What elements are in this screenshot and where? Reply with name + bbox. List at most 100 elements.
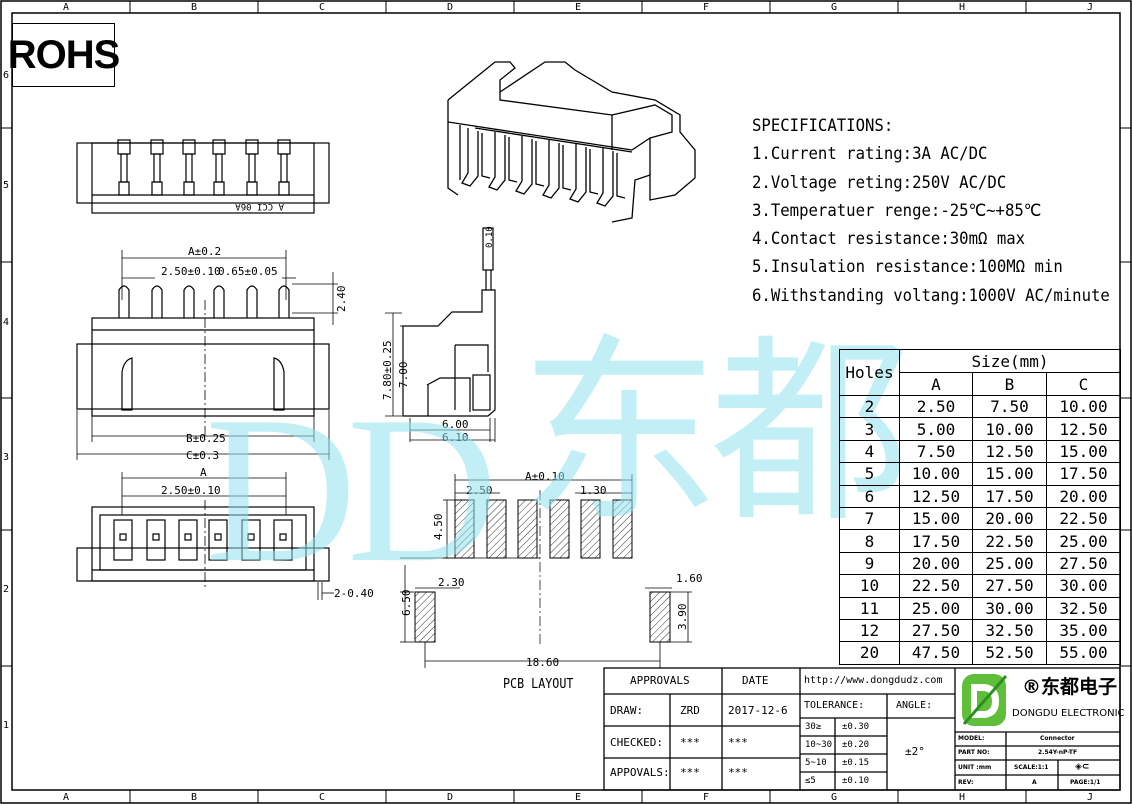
pin: [150, 139, 164, 155]
tolerance-range: ≤5: [805, 776, 816, 786]
pin: [120, 153, 128, 183]
pin: [596, 148, 614, 207]
bottom-view: [76, 472, 334, 600]
table-cell: 3: [839, 417, 900, 441]
frame-col-label: E: [575, 2, 581, 13]
table-cell: 2.50: [899, 394, 973, 419]
pin-cavity: [273, 519, 293, 561]
frame-row-label: 3: [3, 452, 9, 463]
table-cell: 5.00: [899, 417, 973, 441]
header-holes: Holes: [839, 349, 900, 396]
front-dim-a: A±0.2: [188, 245, 221, 258]
table-cell: 10.00: [972, 417, 1047, 441]
frame-row-label: 1: [3, 720, 9, 731]
frame-col-label: F: [703, 2, 709, 13]
rev-label: REV:: [958, 779, 974, 786]
pin-cavity: [178, 519, 198, 561]
pin: [183, 181, 195, 196]
bottom-dim-pitch: 2.50±0.10: [161, 484, 221, 497]
pin-cavity: [208, 519, 228, 561]
isometric-view: [447, 61, 696, 223]
pin: [278, 181, 290, 196]
table-cell: 32.50: [972, 618, 1047, 643]
table-cell: 20.00: [1046, 484, 1121, 508]
pin: [569, 144, 587, 203]
spec-item: 2.Voltage reting:250V AC/DC: [752, 172, 1007, 193]
table-cell: 25.00: [1046, 529, 1121, 553]
pin: [117, 139, 131, 155]
pin: [248, 153, 256, 183]
table-cell: 15.00: [972, 462, 1047, 486]
table-cell: 4: [839, 439, 900, 464]
pcb-dim-mount-width2: 1.60: [676, 572, 703, 585]
table-cell: 12.50: [972, 439, 1047, 464]
scale-label: SCALE:1:1: [1014, 764, 1049, 771]
table-cell: 6: [839, 484, 900, 508]
pin-housing-wall: [481, 133, 491, 179]
pin: [488, 132, 506, 191]
spec-item: 1.Current rating:3A AC/DC: [752, 144, 988, 165]
side-view: [385, 227, 496, 442]
pcb-dim-a: A±0.10: [525, 470, 565, 483]
table-cell: 10.00: [899, 462, 973, 486]
pin: [183, 285, 195, 318]
frame-col-label: D: [447, 2, 453, 13]
pin: [152, 533, 160, 541]
pin: [461, 128, 479, 187]
table-cell: 30.00: [972, 596, 1047, 620]
table-cell: 12.50: [1046, 417, 1121, 441]
table-cell: 11: [839, 596, 900, 620]
pin: [182, 139, 196, 155]
table-cell: 32.50: [1046, 596, 1121, 620]
frame-col-label: C: [319, 792, 325, 803]
table-cell: 8: [839, 529, 900, 553]
frame-col-label: D: [447, 792, 453, 803]
specifications-title: SPECIFICATIONS:: [752, 116, 894, 136]
pin: [213, 181, 225, 196]
approvals-header: APPROVALS: [630, 674, 690, 687]
spec-item: 4.Contact resistance:30mΩ max: [752, 229, 1026, 250]
table-cell: 20.00: [972, 506, 1047, 531]
frame-row-label: 2: [3, 584, 9, 595]
pcb-pad: [486, 499, 507, 559]
table-cell: 12: [839, 618, 900, 643]
pcb-pad: [612, 499, 633, 559]
pin-cavity: [146, 519, 166, 561]
side-dim-depth1: 6.00: [442, 418, 469, 431]
front-dim-c: C±0.3: [186, 449, 219, 462]
frame-col-label: J: [1087, 2, 1093, 13]
header-col-c: C: [1046, 372, 1121, 396]
table-cell: 27.50: [899, 618, 973, 643]
table-cell: 7.50: [899, 439, 973, 464]
frame-col-label: J: [1087, 792, 1093, 803]
frame-row-label: 5: [3, 180, 9, 191]
frame-col-label: H: [959, 2, 965, 13]
table-cell: 15.00: [899, 506, 973, 531]
tolerance-range: 30≥: [805, 722, 822, 732]
appovals-value: ***: [680, 766, 700, 779]
frame-col-label: A: [63, 792, 69, 803]
company-name-cn: ®东都电子: [1022, 676, 1118, 698]
front-dim-pitch: 2.50±0.10: [161, 265, 221, 278]
header-col-b: B: [972, 372, 1047, 396]
pcb-pad: [549, 499, 570, 559]
checked-label: CHECKED:: [610, 736, 663, 749]
frame-col-label: A: [63, 2, 69, 13]
table-cell: 20: [839, 641, 900, 665]
pcb-dim-pad-width: 1.30: [580, 484, 607, 497]
table-cell: 22.50: [1046, 506, 1121, 531]
table-cell: 22.50: [972, 529, 1047, 553]
pcb-dim-mount-height: 6.50: [400, 590, 413, 617]
table-cell: 30.00: [1046, 574, 1121, 598]
date-header: DATE: [742, 674, 769, 687]
frame-col-label: B: [191, 792, 197, 803]
pcb-pad: [454, 499, 475, 559]
spec-item: 6.Withstanding voltang:1000V AC/minute: [752, 285, 1110, 306]
